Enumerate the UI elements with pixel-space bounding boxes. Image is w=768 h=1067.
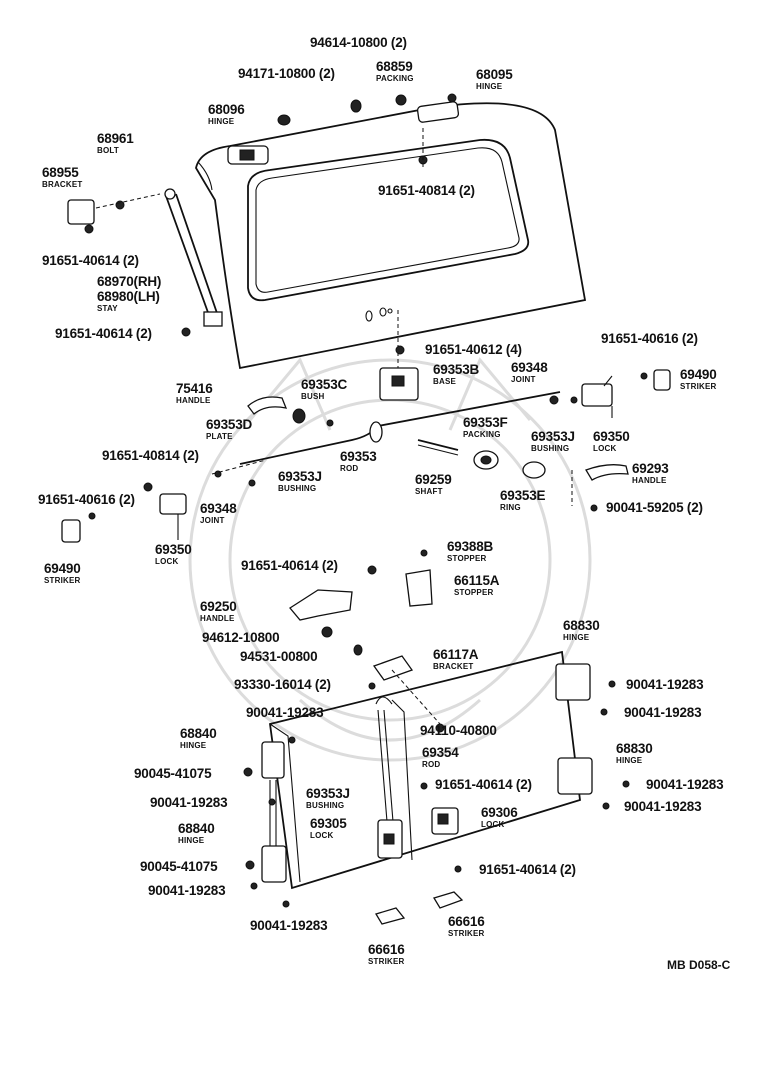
- hinge-68096: [227, 145, 269, 165]
- lower-tailgate-panel: [269, 650, 581, 890]
- label-90041-19283-l1: 90041-19283: [246, 705, 324, 720]
- label-91651-40614-b: 91651-40614 (2): [55, 326, 152, 341]
- label-91651-40614-a: 91651-40614 (2): [42, 253, 139, 268]
- label-94171-10800: 94171-10800 (2): [238, 66, 335, 81]
- label-90041-19283-r1: 90041-19283: [626, 677, 704, 692]
- stay-68970: [164, 188, 223, 327]
- lock-69350-left: [143, 459, 267, 540]
- label-91651-40614-bottom: 91651-40614 (2): [479, 862, 576, 877]
- label-94612-10800: 94612-10800: [202, 630, 280, 645]
- upper-door-panel: [195, 102, 587, 370]
- label-90045-41075-a: 90045-41075: [134, 766, 212, 781]
- packing-69353F: [473, 450, 499, 470]
- handle-75416: [247, 396, 334, 427]
- label-91651-40614-mid: 91651-40614 (2): [241, 558, 338, 573]
- label-94110-40800: 94110-40800: [420, 723, 497, 738]
- handle-holes: [365, 307, 393, 322]
- label-90045-41075-b: 90045-41075: [140, 859, 218, 874]
- label-91651-40814-left: 91651-40814 (2): [102, 448, 199, 463]
- label-90041-59205: 90041-59205 (2): [606, 500, 703, 515]
- label-91651-40814-top: 91651-40814 (2): [378, 183, 475, 198]
- label-90041-19283-r2: 90041-19283: [624, 705, 702, 720]
- label-90041-19283-r3: 90041-19283: [646, 777, 724, 792]
- base-69353B: [379, 310, 419, 401]
- handle-69293: [585, 464, 629, 481]
- hinges-68840: [243, 736, 296, 908]
- label-90041-19283-l3: 90041-19283: [148, 883, 226, 898]
- label-68970: 68970(RH): [97, 274, 162, 289]
- lock-69306: [420, 782, 462, 873]
- stopper-66115A: [367, 549, 433, 607]
- label-91651-40616-right: 91651-40616 (2): [601, 331, 698, 346]
- shaft-69259: [417, 439, 459, 456]
- bracket-68955: [67, 193, 191, 337]
- bracket-66117A: [368, 655, 445, 733]
- striker-69490-left: [61, 512, 96, 543]
- label-93330-16014: 93330-16014 (2): [234, 677, 331, 692]
- label-68980: 68980(LH)STAY: [97, 289, 160, 313]
- rod-69353: [239, 391, 561, 465]
- diagram-code: MB D058-C: [667, 958, 731, 972]
- striker-69490-right: [640, 369, 671, 391]
- strikers-66616: [375, 891, 464, 925]
- glass-window: [247, 138, 530, 302]
- label-90041-19283-l4: 90041-19283: [250, 918, 328, 933]
- top-fasteners: [277, 94, 428, 170]
- label-91651-40616-left: 91651-40616 (2): [38, 492, 135, 507]
- label-94614-10800: 94614-10800 (2): [310, 35, 407, 50]
- rod-69354: [375, 696, 395, 835]
- label-90041-19283-l2: 90041-19283: [150, 795, 228, 810]
- hinge-68095: [416, 93, 460, 123]
- hinges-68830: [555, 663, 630, 810]
- label-90041-19283-r4: 90041-19283: [624, 799, 702, 814]
- handle-69250: [289, 589, 363, 656]
- label-91651-40614-low: 91651-40614 (2): [435, 777, 532, 792]
- lock-69305: [377, 819, 403, 859]
- ring-69353E: [522, 461, 598, 512]
- label-91651-40612: 91651-40612 (4): [425, 342, 522, 357]
- label-94531-00800: 94531-00800: [240, 649, 318, 664]
- lock-69350-right: [549, 375, 613, 418]
